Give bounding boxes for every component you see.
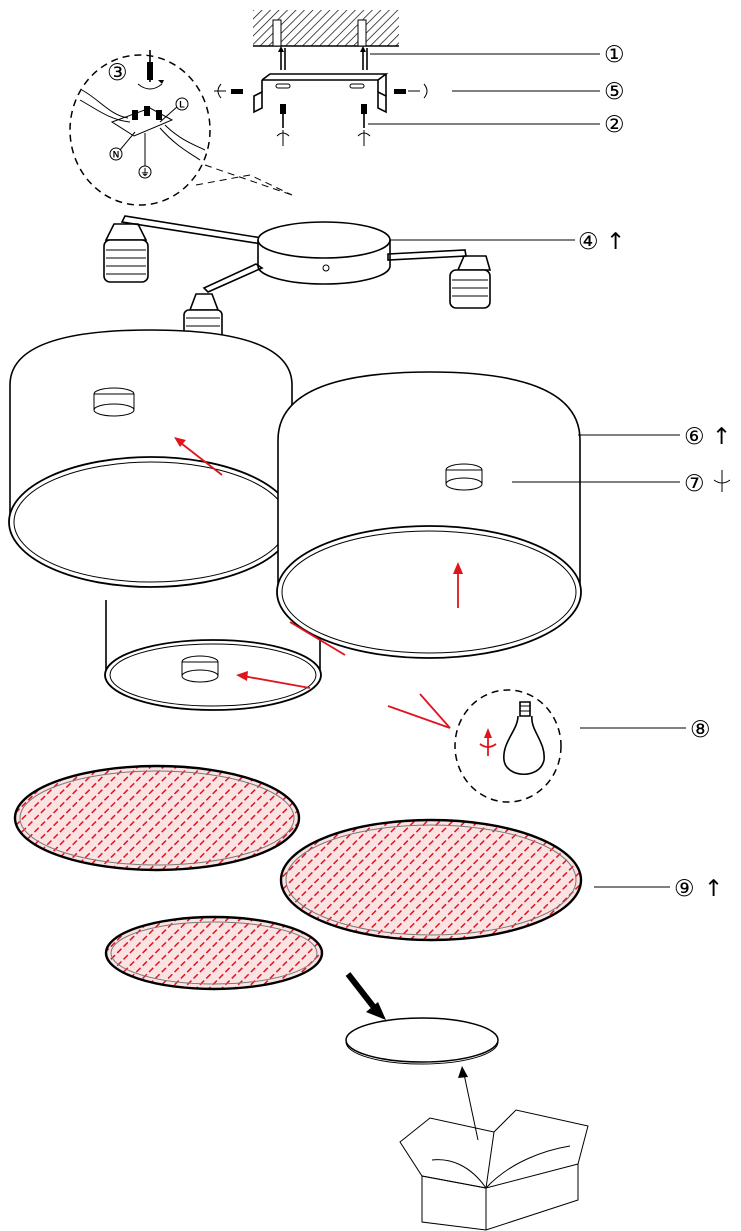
callout-9-arrow: ↑	[704, 876, 723, 902]
callout-3: ③	[107, 60, 128, 86]
callout-leaders	[368, 53, 686, 888]
side-screws	[214, 83, 428, 99]
small-drum-shade	[104, 600, 322, 711]
callout-6: ⑥	[684, 424, 705, 450]
rotate-icon	[713, 470, 731, 492]
left-drum-shade	[8, 329, 294, 588]
diffuser-plates	[13, 764, 583, 991]
terminal-earth-label: ⏚	[140, 168, 149, 178]
ceiling	[253, 10, 399, 47]
packaging-box	[399, 1066, 589, 1231]
callout-7: ⑦	[684, 471, 705, 497]
callout-4-arrow: ↑	[606, 229, 625, 255]
red-direction-arrows	[174, 437, 463, 689]
callout-4: ④	[578, 229, 599, 255]
callout-2: ②	[604, 112, 625, 138]
terminal-neutral-label: N	[113, 150, 120, 160]
terminal-live-label: L	[179, 100, 185, 110]
callout-5: ⑤	[604, 79, 625, 105]
wiring-detail: L N ⏚	[69, 50, 293, 206]
callout-9: ⑨	[674, 876, 695, 902]
wall-plugs	[278, 46, 368, 70]
spare-disc	[345, 972, 499, 1065]
bulb-detail	[387, 689, 562, 803]
right-drum-shade	[276, 371, 582, 659]
callout-1: ①	[604, 42, 625, 68]
callout-6-arrow: ↑	[712, 424, 731, 450]
callout-8: ⑧	[690, 717, 711, 743]
canopy-arms	[120, 215, 467, 293]
fixing-screws	[276, 104, 371, 146]
mounting-bracket	[253, 73, 389, 114]
callout-labels: ① ⑤ ② ③ ④ ↑ ⑥ ↑ ⑦ ⑧ ⑨ ↑	[107, 42, 731, 902]
